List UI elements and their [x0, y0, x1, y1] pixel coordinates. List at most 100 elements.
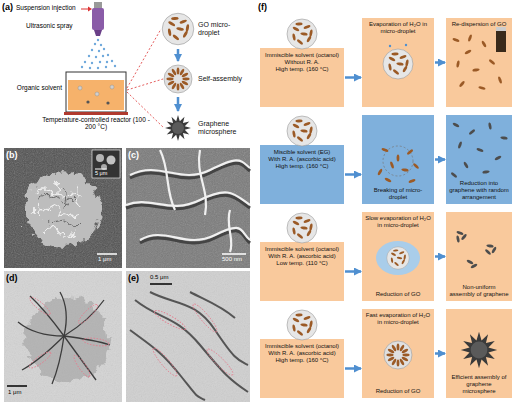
flow-arrow: [435, 61, 445, 64]
row2-art: [468, 129, 475, 136]
node-text: Breaking of micro-droplet: [365, 187, 431, 201]
stage-pictures: [164, 65, 192, 93]
condition-box: Fast evaporation of H₂O in micro-droplet…: [362, 309, 434, 398]
node-text: Reduction of GO: [365, 291, 431, 298]
spray-droplets: [107, 54, 109, 56]
box-ground: [260, 145, 344, 204]
sem-image-b: [60, 186, 64, 204]
node-text: Immiscible solvent (octanol): [263, 52, 341, 59]
spray-nozzle: [94, 2, 102, 8]
row1-art: [488, 59, 495, 66]
row1-art: [467, 34, 472, 42]
stage-pictures: [162, 13, 194, 141]
annotation-text: 500 nm: [222, 256, 242, 263]
reactor: [106, 101, 109, 104]
box-ground: [362, 18, 434, 107]
box-ground: [362, 115, 434, 204]
tem-image-d: [4, 271, 122, 402]
row4-art: [384, 341, 412, 369]
condition-box: Miscible solvent (EG)With R. A. (ascorbi…: [260, 145, 344, 204]
row2-art: [450, 172, 457, 179]
tem-image-e: [126, 271, 250, 402]
row2-art: [384, 177, 392, 183]
sem-image-b: [92, 150, 120, 178]
row1-art: [472, 68, 480, 72]
injection-arrow: [81, 7, 92, 12]
row2-art: [452, 122, 460, 128]
spray-droplets: [97, 67, 99, 69]
condition-box: Immiscible solvent (octanol)With R. A. (…: [260, 339, 344, 398]
row2-art: [381, 147, 389, 152]
row2-art: [500, 136, 508, 140]
sem-image-b: [35, 200, 40, 214]
row1-art: [452, 37, 460, 42]
flow-arrow: [345, 270, 361, 273]
node-text: High temp. (160 °C): [263, 66, 341, 73]
sem-image-c: [126, 150, 250, 252]
tem-image-d: [22, 294, 106, 378]
tem-image-d: [4, 271, 122, 402]
spray-nozzle: [94, 30, 102, 36]
spray-droplets: [91, 49, 93, 51]
node-text: Without R. A.: [263, 59, 341, 66]
reactor: [110, 85, 114, 89]
node-text: Re-dispersion of GO: [449, 21, 509, 28]
row2-art: [397, 154, 400, 161]
leader-lines: [127, 79, 163, 90]
row1-art: [496, 30, 506, 52]
leader-lines: [127, 29, 161, 88]
annotation-text: 0.5 μm: [150, 274, 168, 281]
tem-image-d: [60, 292, 66, 336]
node-text: Evaporation of H₂O in micro-droplet: [365, 21, 431, 35]
box-ground: [446, 18, 512, 107]
sem-image-b: [95, 169, 107, 170]
sem-image-b: [22, 168, 98, 244]
row1-art: [389, 45, 391, 47]
annotation-text: 1 μm: [8, 389, 21, 396]
tem-image-d: [52, 336, 64, 384]
spray-droplets: [84, 61, 86, 63]
tem-image-d: [83, 337, 110, 348]
row3-art: [470, 263, 478, 269]
tem-image-d: [27, 295, 109, 379]
node-text: With R. A. (ascorbic acid): [263, 253, 341, 260]
stage-node: GO micro-droplet: [158, 10, 250, 48]
spray-droplets: [95, 56, 97, 58]
sem-image-b: [97, 253, 117, 255]
condition-box: Non-uniform assembly of graphene: [446, 212, 512, 301]
row3-art: [287, 213, 317, 243]
row4-art: [461, 332, 497, 368]
row1-art: [464, 49, 472, 55]
annotation-text: 5 μm: [95, 170, 107, 176]
flow-arrow: [345, 76, 361, 79]
condition-box: Reduction into graphene with random arra…: [446, 115, 512, 204]
injection-arrow: [81, 9, 88, 10]
row2-art: [482, 170, 490, 174]
flow-arrow: [435, 158, 445, 161]
stage-node: Graphene microsphere: [158, 112, 250, 144]
tem-image-e: [150, 283, 172, 285]
tem-image-d: [18, 322, 64, 336]
row2-art: [401, 168, 409, 172]
row1-art: [496, 27, 506, 31]
spray-droplets: [98, 50, 100, 52]
row1-art: [481, 40, 487, 48]
flow-arrow: [177, 97, 180, 111]
sem-image-c: [222, 253, 246, 255]
spray-droplets: [94, 43, 96, 45]
spray-droplets: [99, 61, 101, 63]
tem-image-d: [64, 336, 110, 345]
tem-image-e: [126, 271, 250, 402]
row2-art: [476, 147, 484, 152]
condition-box: Evaporation of H₂O in micro-droplet: [362, 18, 434, 107]
spray-droplets: [97, 39, 99, 41]
condition-box: Immiscible solvent (octanol)Without R. A…: [260, 48, 344, 107]
annotation-text: Temperature-controlled reactor (100 - 20…: [36, 116, 156, 131]
tem-image-e: [190, 302, 219, 335]
spray-droplets: [114, 65, 116, 67]
condition-box: Slow evaporation of H₂O in micro-droplet…: [362, 212, 434, 301]
box-ground: [260, 48, 344, 107]
reactor: [86, 100, 89, 103]
node-text: High temp. (160 °C): [263, 163, 341, 170]
condition-box: Efficient assembly of graphene microsphe…: [446, 309, 512, 398]
